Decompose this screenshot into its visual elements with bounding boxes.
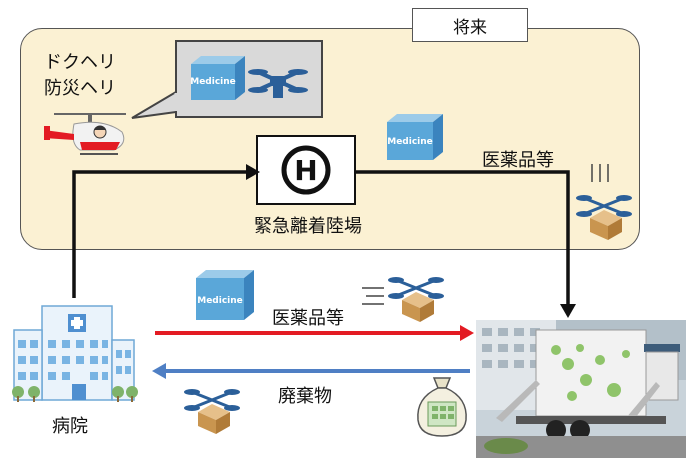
helipad-label: 緊急離着陸場 [254,216,362,237]
helipad-symbol: H [294,154,317,187]
medicine-box-icon: Medicine [190,56,245,100]
drone-icon [248,69,308,98]
speed-lines [362,287,384,305]
drone-carrying-box-icon [184,389,240,434]
drone-carrying-box-icon [388,277,444,322]
medicine-box-text: Medicine [190,77,236,87]
heli-label: ドクヘリ 防災ヘリ [44,50,116,102]
heli-label-line2: 防災ヘリ [44,78,116,99]
drone-carrying-box-icon [576,195,632,240]
waste-label: 廃棄物 [278,386,332,407]
hospital-icon [12,305,138,402]
waste-bag-icon [417,377,467,437]
helicopter-icon [44,113,126,155]
medicine-box-icon: Medicine [387,114,443,160]
helipad-box: H [256,135,356,205]
medicine-bottom-label: 医薬品等 [272,308,344,329]
callout-bubble [175,40,323,118]
heli-label-line1: ドクヘリ [44,52,116,73]
hospital-label: 病院 [52,416,88,437]
medicine-top-label: 医薬品等 [482,150,554,171]
medicine-box-text: Medicine [387,137,433,147]
motion-lines [591,164,609,182]
helipad-icon: H [281,145,331,195]
medicine-box-icon: Medicine [196,270,254,320]
future-label: 将来 [412,8,528,42]
mobile-pharmacy-truck-photo [476,320,686,458]
medicine-box-text: Medicine [197,296,243,306]
